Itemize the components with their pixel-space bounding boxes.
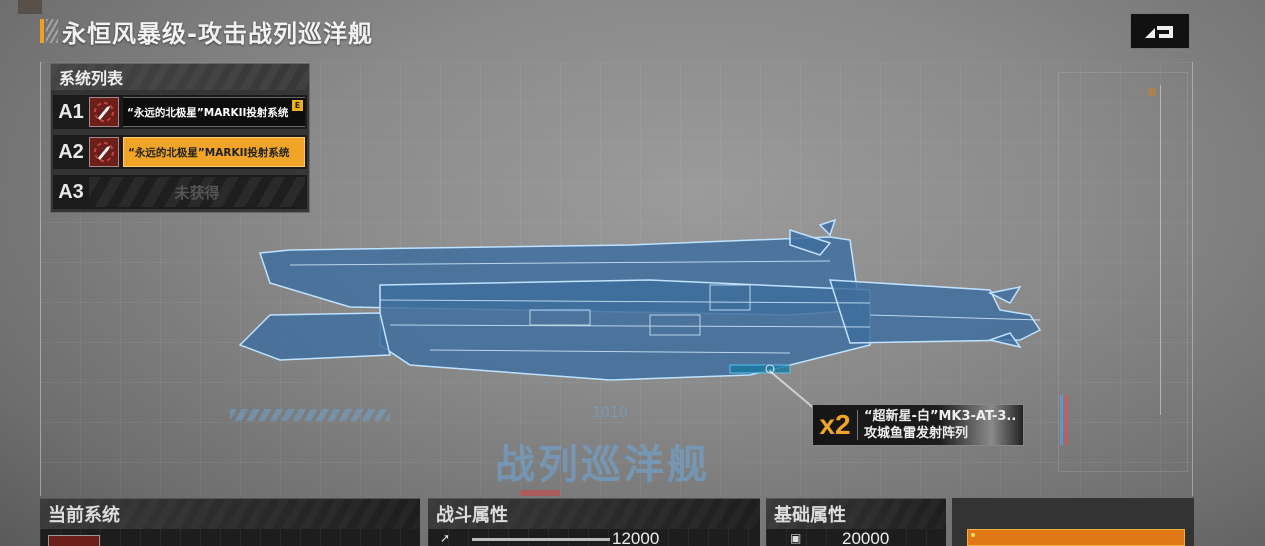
missile-icon xyxy=(89,137,119,167)
base-attributes-panel: 基础属性 ▣ 20000 xyxy=(766,498,946,546)
system-slot-a3[interactable]: A3 未获得 xyxy=(53,175,307,209)
system-slot-a2[interactable]: A2 “永远的北极星”MARKII投射系统 xyxy=(53,135,307,169)
return-arrow-icon xyxy=(1145,26,1173,38)
slot-label: A2 xyxy=(58,140,84,163)
title-decor xyxy=(46,19,58,43)
equip-button[interactable] xyxy=(967,529,1185,546)
system-list-panel: 系统列表 A1 “永远的北极星”MARKII投射系统 E A2 “永远的北极星”… xyxy=(50,63,310,213)
slot-label: A1 xyxy=(58,100,84,123)
weapon-type: 攻城鱼雷发射阵列 xyxy=(864,426,969,441)
callout-divider xyxy=(857,410,858,440)
bg-decor-bar xyxy=(230,409,390,421)
corner-tab xyxy=(18,0,42,14)
combat-attributes-panel: 战斗属性 ➚ 12000 xyxy=(428,498,760,546)
title-accent xyxy=(40,19,44,43)
bg-decor-red xyxy=(520,490,560,496)
ship-blueprint[interactable] xyxy=(230,215,1050,390)
current-system-panel: 当前系统 xyxy=(40,498,420,546)
equipped-badge: E xyxy=(292,100,303,111)
back-button[interactable] xyxy=(1130,13,1190,49)
system-name: “永远的北极星”MARKII投射系统 xyxy=(123,137,305,167)
right-hud-line xyxy=(1160,85,1161,415)
base-attributes-body: ▣ 20000 xyxy=(766,529,946,546)
bg-number: 1010 xyxy=(592,405,628,421)
system-list-title: 系统列表 xyxy=(51,64,309,90)
attack-stat-bar xyxy=(472,538,610,541)
attack-stat-value: 12000 xyxy=(612,529,660,546)
weapon-name: “超新星-白”MK3-AT-3.. xyxy=(864,409,1017,424)
attack-arrow-icon: ➚ xyxy=(440,531,451,545)
current-system-title: 当前系统 xyxy=(40,499,420,529)
slot-label: A3 xyxy=(58,180,84,203)
hull-stat-value: 20000 xyxy=(842,529,890,546)
locked-label: 未获得 xyxy=(89,177,305,207)
system-name-text: “永远的北极星”MARKII投射系统 xyxy=(127,106,289,119)
combat-attributes-body: ➚ 12000 xyxy=(428,529,760,546)
missile-icon xyxy=(89,97,119,127)
current-system-icon xyxy=(48,535,100,546)
current-system-body xyxy=(40,529,420,546)
page-title-bar: 永恒风暴级-攻击战列巡洋舰 xyxy=(40,16,373,48)
weapon-callout[interactable]: x2 “超新星-白”MK3-AT-3.. 攻城鱼雷发射阵列 xyxy=(812,404,1024,446)
right-hud-frame xyxy=(1058,72,1188,472)
page-title: 永恒风暴级-攻击战列巡洋舰 xyxy=(62,19,373,48)
viewport-frame xyxy=(40,62,1193,496)
hud-marker xyxy=(1148,88,1156,96)
weapon-count: x2 xyxy=(819,409,851,440)
base-attributes-title: 基础属性 xyxy=(766,499,946,529)
combat-attributes-title: 战斗属性 xyxy=(428,499,760,529)
system-name: “永远的北极星”MARKII投射系统 E xyxy=(123,97,305,127)
ship-class-watermark: 战列巡洋舰 xyxy=(495,442,710,488)
hull-icon: ▣ xyxy=(790,531,802,545)
system-slot-a1[interactable]: A1 “永远的北极星”MARKII投射系统 E xyxy=(53,95,307,129)
hud-indicator xyxy=(1060,395,1072,445)
